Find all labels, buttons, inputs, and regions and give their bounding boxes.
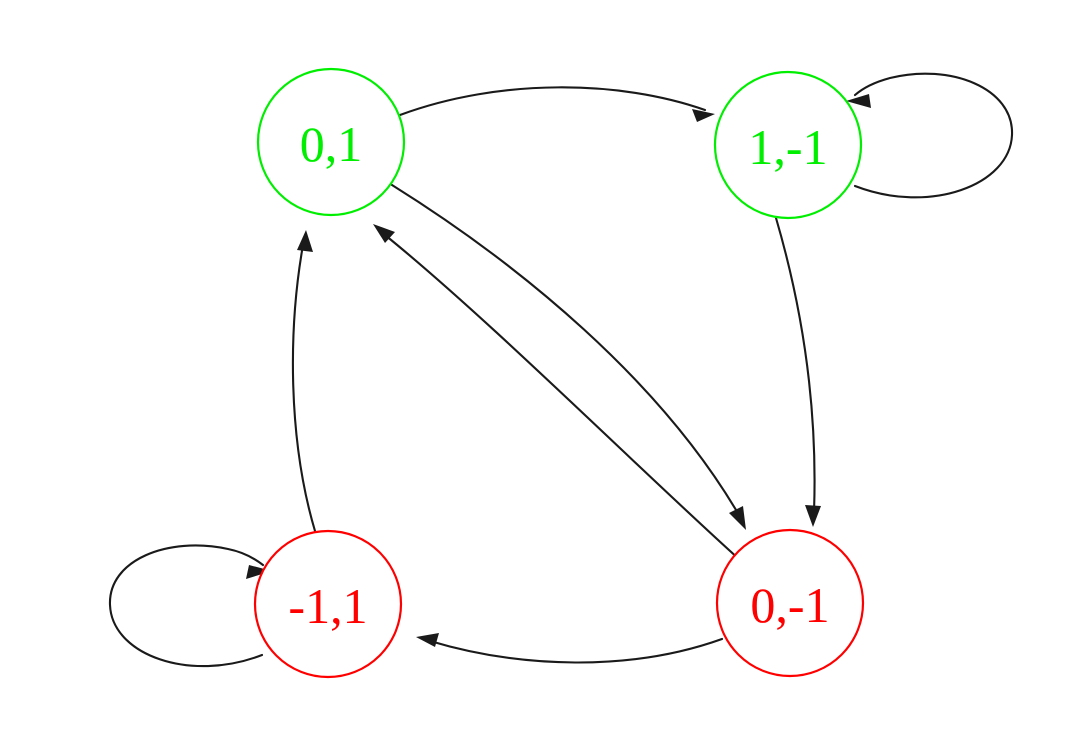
edge-path	[853, 72, 1014, 199]
node-1-neg1[interactable]: 1,-1	[713, 70, 863, 220]
node-label: 0,-1	[750, 577, 829, 633]
arrow-head	[246, 565, 272, 579]
edge-0-1-to-1-neg1	[398, 86, 715, 122]
edge-1-neg1-to-0-neg1	[774, 216, 821, 527]
self-loop-neg1-1	[108, 544, 272, 668]
node-label: 1,-1	[748, 119, 827, 175]
node-label: -1,1	[288, 578, 367, 634]
node-label: 0,1	[300, 116, 363, 172]
arrow-head	[692, 109, 715, 122]
edge-0-neg1-to-neg1-1	[416, 633, 724, 664]
node-circle[interactable]	[256, 67, 406, 217]
edge-0-neg1-to-0-1	[373, 224, 742, 562]
edge-neg1-1-to-0-1	[291, 230, 317, 533]
edge-path	[398, 86, 707, 117]
arrow-head	[805, 505, 821, 527]
edge-path	[428, 637, 724, 664]
edge-path	[390, 183, 741, 517]
arrow-head	[416, 633, 439, 647]
edge-path	[108, 544, 265, 668]
edge-path	[774, 216, 816, 514]
edge-path	[291, 243, 317, 533]
arrow-head	[297, 230, 313, 252]
node-circle[interactable]	[715, 528, 865, 678]
node-neg1-1[interactable]: -1,1	[253, 529, 403, 679]
arrow-head	[373, 224, 395, 243]
arrow-head	[729, 506, 746, 530]
edge-path	[383, 233, 742, 562]
node-circle[interactable]	[253, 529, 403, 679]
node-0-neg1[interactable]: 0,-1	[715, 528, 865, 678]
edge-0-1-to-0-neg1	[390, 183, 746, 530]
node-0-1[interactable]: 0,1	[256, 67, 406, 217]
self-loop-1-neg1	[846, 72, 1014, 199]
node-circle[interactable]	[713, 70, 863, 220]
arrow-head	[846, 94, 871, 108]
